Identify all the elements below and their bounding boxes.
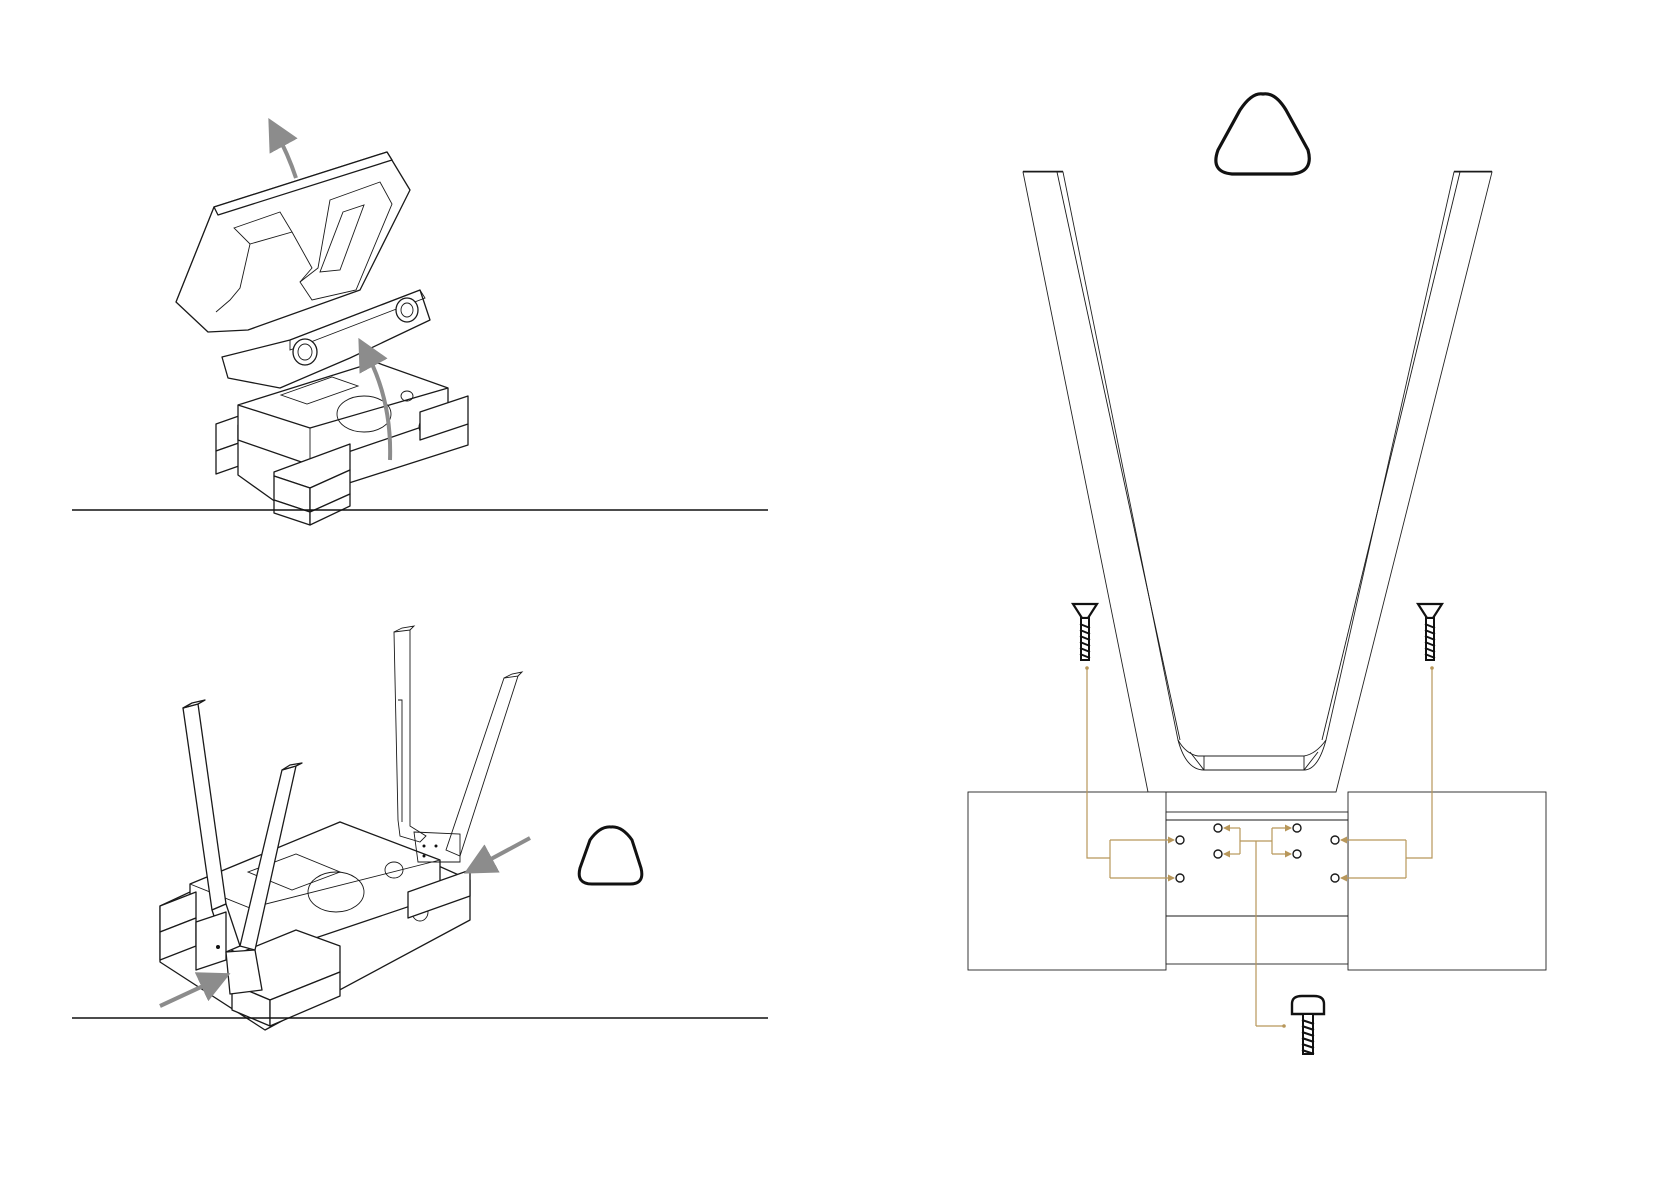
step-2-insert-legs [72, 626, 768, 1030]
warning-triangle-icon [579, 827, 642, 884]
step-3-fasten-frame [968, 94, 1546, 1054]
round-head-screw-icon [1292, 996, 1324, 1054]
countersunk-screw-icon [1073, 604, 1097, 660]
step-1-remove-cover [72, 132, 768, 525]
mounting-base [968, 792, 1546, 970]
base-unit [216, 362, 468, 525]
cover-piece [176, 152, 410, 332]
legs-to-insert [394, 626, 522, 862]
insert-right-arrow [478, 838, 530, 866]
v-frame [1023, 172, 1492, 792]
warning-triangle-icon [1216, 94, 1309, 174]
countersunk-screw-icon [1418, 604, 1442, 660]
lift-cover-arrow [276, 132, 296, 178]
